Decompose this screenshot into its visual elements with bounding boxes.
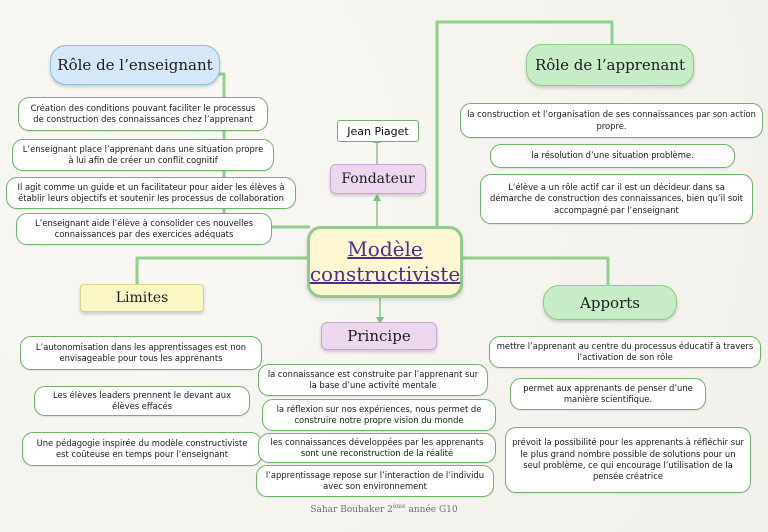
author-class: année G10: [405, 505, 458, 515]
learner-role-item-1: la construction et l’organisation de ses…: [460, 103, 763, 138]
limits-heading: Limites: [80, 284, 204, 312]
founder-heading: Fondateur: [330, 164, 426, 194]
teacher-role-item-4: L’enseignant aide l’élève à consolider c…: [16, 213, 272, 245]
central-topic: Modèle constructiviste: [307, 226, 463, 298]
principle-item-4: l’apprentissage repose sur l’interaction…: [256, 465, 494, 497]
arrow-head-principle: [376, 317, 384, 324]
limits-item-1: L’autonomisation dans les apprentissages…: [20, 336, 262, 370]
central-topic-line2: constructiviste: [309, 262, 461, 286]
contributions-item-1: mettre l’apprenant au centre du processu…: [489, 336, 761, 368]
limits-item-3: Une pédagogie inspirée du modèle constru…: [22, 432, 262, 466]
author-name: Sahar Boubaker 2: [310, 505, 393, 515]
connector-learner-role: [435, 20, 614, 232]
arrow-head-founder: [373, 194, 381, 201]
author-credit: Sahar Boubaker 2ème année G10: [0, 503, 768, 515]
connector-limits: [135, 256, 310, 284]
learner-role-item-3: L’élève a un rôle actif car il est un dé…: [480, 174, 753, 224]
teacher-role-item-3: Il agit comme un guide et un facilitateu…: [6, 177, 296, 209]
connector-contributions: [462, 256, 610, 285]
teacher-role-item-1: Création des conditions pouvant facilite…: [18, 97, 268, 131]
learner-role-heading: Rôle de l’apprenant: [526, 44, 694, 86]
principle-heading: Principe: [321, 322, 437, 350]
principle-item-2: la réflexion sur nos expériences, nous p…: [262, 399, 496, 431]
principle-item-1: la connaissance est construite par l’app…: [258, 364, 488, 396]
limits-item-2: Les élèves leaders prennent le devant au…: [34, 386, 250, 416]
principle-item-3: les connaissances développées par les ap…: [258, 433, 496, 463]
teacher-role-heading: Rôle de l’enseignant: [50, 45, 220, 85]
learner-role-item-2: la résolution d’une situation problème.: [490, 144, 735, 168]
author-ordinal: ème: [392, 503, 406, 510]
teacher-role-item-2: L’enseignant place l’apprenant dans une …: [12, 139, 274, 171]
contributions-heading: Apports: [543, 285, 677, 320]
contributions-item-3: prévoit la possibilité pour les apprenan…: [505, 427, 751, 493]
founder-name: Jean Piaget: [337, 120, 419, 142]
contributions-item-2: permet aux apprenants de penser d’une ma…: [510, 378, 706, 410]
central-topic-line1: Modèle: [347, 237, 423, 261]
